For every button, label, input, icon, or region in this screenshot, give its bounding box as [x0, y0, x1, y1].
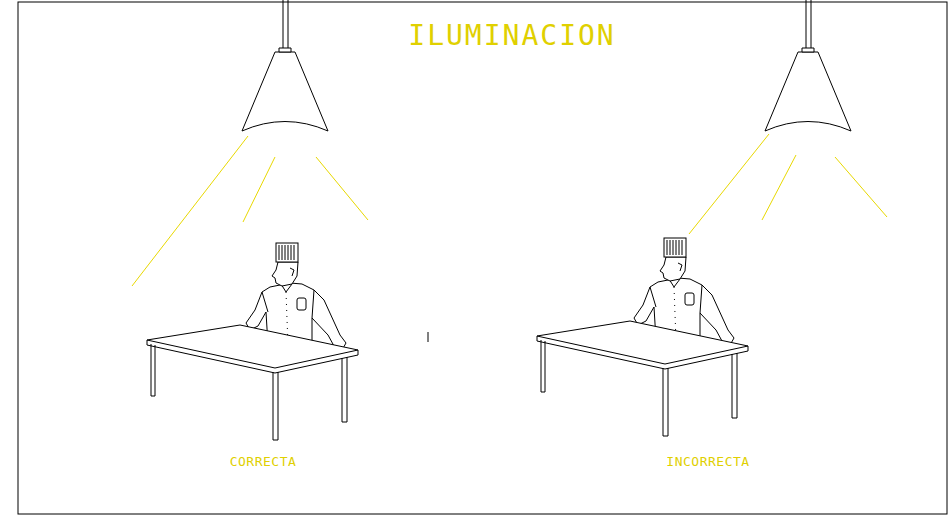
caption-label: CORRECTA: [230, 454, 297, 469]
lamp: [242, 0, 328, 131]
light-rays: [132, 136, 368, 286]
light-rays: [689, 134, 887, 234]
caption-label: INCORRECTA: [666, 454, 749, 469]
correct-scene: [132, 0, 368, 440]
tick-mark: [428, 332, 429, 342]
diagram-title: ILUMINACION: [408, 19, 615, 52]
table: [147, 325, 358, 440]
incorrect-scene: [537, 0, 887, 436]
lamp: [765, 0, 851, 131]
table: [537, 321, 748, 436]
